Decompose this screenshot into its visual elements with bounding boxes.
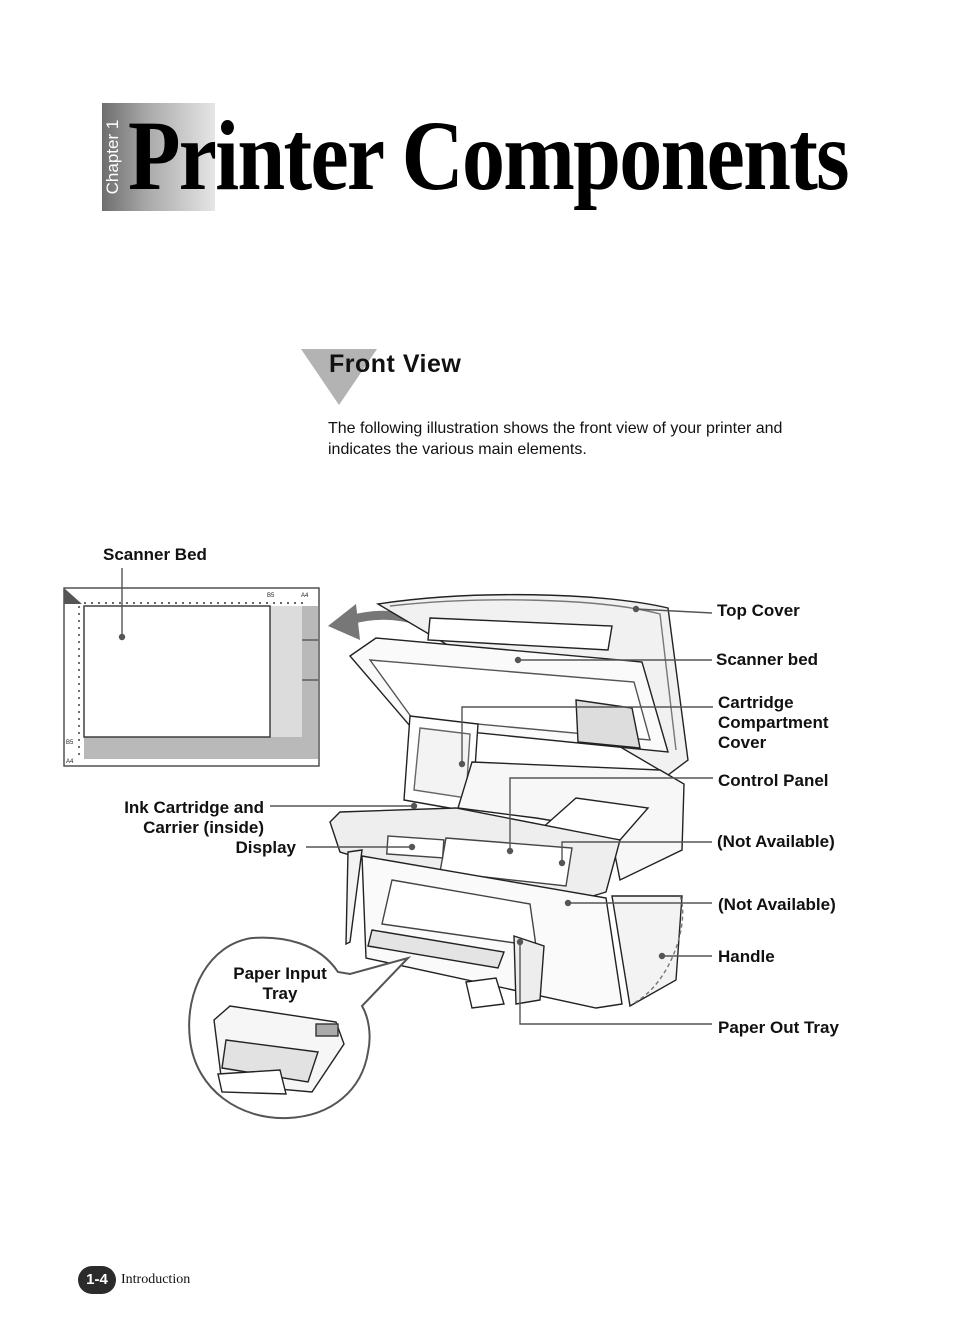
paper-input-tray-callout [188,936,412,1120]
printer-drawing [329,593,689,1009]
label-top-cover: Top Cover [717,601,800,620]
label-scanner-bed: Scanner bed [716,650,819,669]
label-not-available-2: (Not Available) [718,895,836,914]
page-number-badge: 1-4 [78,1266,116,1294]
scanner-edge-b5: B5 [66,740,74,746]
scanner-mark-b5: B5 [267,593,275,599]
arrow-head-icon [328,604,360,640]
scanner-edge-a4: A4 [66,759,74,765]
label-paper-out-tray: Paper Out Tray [718,1018,839,1037]
label-cartridge-compartment-cover: Cartridge Compartment Cover [718,693,829,752]
label-scanner-bed-inset: Scanner Bed [103,545,207,564]
label-handle: Handle [718,947,775,966]
page-title: Printer Components [128,100,850,211]
chapter-tab [102,103,215,211]
label-display: Display [235,838,296,857]
section-title: Front View [329,350,462,378]
label-ink-cartridge: Ink Cartridge and Carrier (inside) [124,798,264,837]
label-paper-input-tray: Paper Input Tray [233,964,327,1003]
leader-lines [118,568,713,1025]
label-control-panel: Control Panel [718,771,829,790]
section-arrow-icon [301,349,377,405]
scanner-mark-a4: A4 [301,593,309,599]
label-not-available-1: (Not Available) [717,832,835,851]
footer-section-name: Introduction [121,1272,191,1287]
scanner-bed-inset: B5 A4 B5 A4 [63,587,320,767]
intro-paragraph: The following illustration shows the fro… [328,420,783,458]
